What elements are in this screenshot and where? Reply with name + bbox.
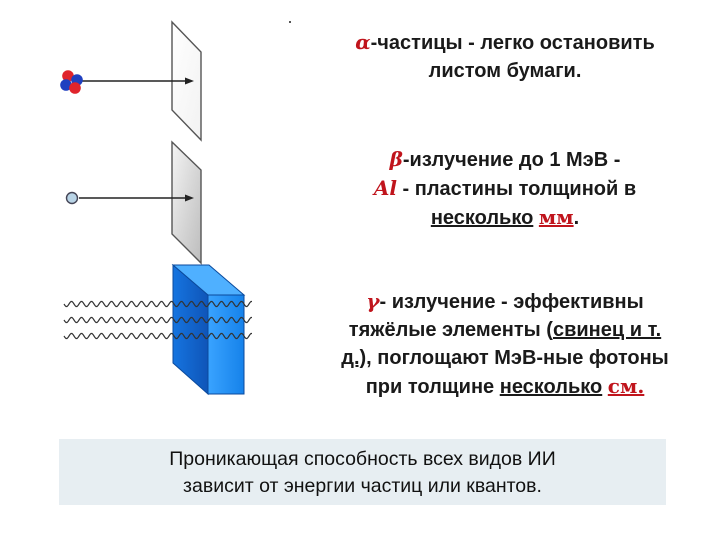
stray-mark [289,21,291,23]
lead-block [171,263,246,396]
beta-unit: мм [538,205,574,229]
alpha-symbol: α [355,30,371,54]
beta-line-3-end: . [573,207,580,229]
gamma-unit: см. [607,374,645,398]
alpha-line-2: листом бумаги. [428,60,582,82]
alpha-arrow [82,77,194,85]
gamma-line-4b: несколько [499,376,603,398]
beta-line-1: -излучение до 1 МэВ - [402,149,621,171]
gamma-line-4a: при толщине [365,376,500,398]
alpha-description: α-частицы - легко остановить листом бума… [300,28,710,85]
alpha-line-1: -частицы - легко остановить [370,32,655,54]
gamma-line-2a: тяжёлые элементы ( [348,319,553,341]
beta-description: β-излучение до 1 МэВ - Al - пластины тол… [300,145,710,232]
gamma-rays-icon [63,300,252,340]
alpha-particle-icon [60,70,83,94]
beta-particle-icon [65,191,79,205]
gamma-line-3b: поглощают МэВ-ные фотоны [371,347,669,369]
summary-line-2: зависит от энергии частиц или квантов. [183,475,542,497]
gamma-line-1: - излучение - эффективны [379,291,644,313]
aluminum-symbol: Al [373,176,397,200]
gamma-symbol: γ [366,289,380,313]
gamma-line-2b: свинец и т. [552,319,662,341]
summary-box: Проникающая способность всех видов ИИ за… [59,439,666,505]
summary-text: Проникающая способность всех видов ИИ за… [59,446,666,500]
beta-arrow [79,194,194,202]
gamma-description: γ- излучение - эффективны тяжёлые элемен… [295,287,715,401]
aluminum-plate [171,140,202,265]
summary-line-1: Проникающая способность всех видов ИИ [169,448,556,470]
beta-line-2: - пластины толщиной в [396,178,637,200]
beta-line-3: несколько [430,207,534,229]
beta-symbol: β [389,147,403,171]
gamma-line-3a: д.), [341,347,372,369]
